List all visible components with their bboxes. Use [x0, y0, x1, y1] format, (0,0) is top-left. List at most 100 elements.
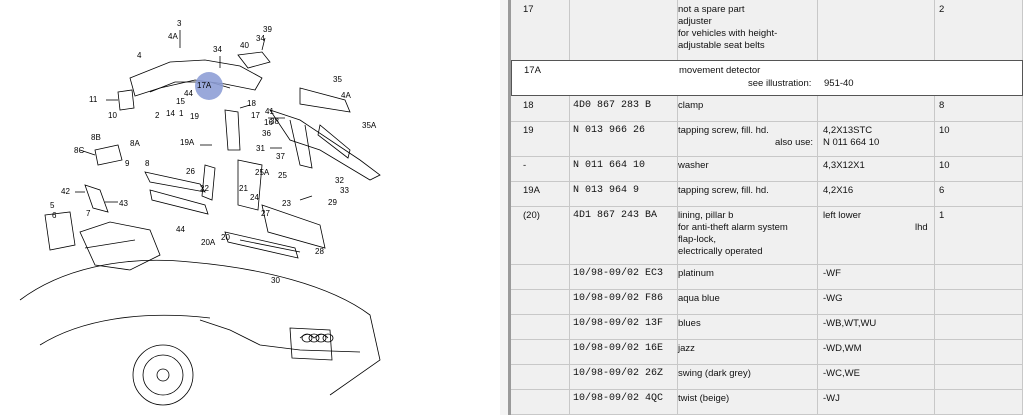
- cell-divider: [511, 289, 570, 314]
- part-number: 4D1 867 243 BA: [573, 210, 658, 221]
- cell-divider: [678, 96, 818, 121]
- cell-divider: [935, 0, 1023, 60]
- cell-divider: [678, 364, 818, 389]
- cell-divider: [678, 156, 818, 181]
- splitter-handle[interactable]: [508, 0, 511, 415]
- callout-19: 19: [190, 112, 199, 121]
- quantity: 10: [939, 125, 950, 136]
- description-line: electrically operated: [678, 246, 763, 257]
- callout-22: 22: [200, 184, 209, 193]
- table-row[interactable]: 18 4D0 867 283 B clamp 8: [511, 96, 1023, 122]
- callout-35: 35: [333, 75, 342, 84]
- description-line: flap-lock,: [678, 234, 717, 245]
- cell-divider: [818, 181, 935, 206]
- cell-divider: [570, 289, 678, 314]
- description-line: for vehicles with height-: [678, 28, 778, 39]
- cell-divider: [935, 314, 1023, 339]
- description-line: swing (dark grey): [678, 368, 751, 379]
- callout-16: 16: [264, 118, 273, 127]
- splitter-gap: [500, 0, 508, 415]
- description-line: aqua blue: [678, 293, 720, 304]
- cell-divider: [511, 264, 570, 289]
- cell-divider: [570, 121, 678, 156]
- cell-divider: [818, 156, 935, 181]
- callout-40: 40: [240, 41, 249, 50]
- description-line: movement detector: [679, 65, 761, 76]
- position-number: 18: [523, 100, 534, 111]
- callout-44b: 44: [176, 225, 185, 234]
- callout-43: 43: [119, 199, 128, 208]
- callout-20: 20: [221, 233, 230, 242]
- cell-divider: [678, 121, 818, 156]
- callout-31: 31: [256, 144, 265, 153]
- part-number: 10/98-09/02 EC3: [573, 268, 664, 279]
- cell-divider: [818, 0, 935, 60]
- quantity: 1: [939, 210, 945, 221]
- cell-divider: [935, 206, 1023, 264]
- part-number: N 013 966 26: [573, 125, 646, 136]
- cell-divider: [511, 339, 570, 364]
- callout-41: 41: [265, 107, 274, 116]
- description-line: for anti-theft alarm system: [678, 222, 788, 233]
- cell-divider: [570, 364, 678, 389]
- callout-17a[interactable]: 17A: [197, 81, 212, 90]
- remark: -WB,WT,WU: [823, 318, 877, 329]
- callout-25a: 25A: [255, 168, 270, 177]
- cell-divider: [570, 96, 678, 121]
- description-line: clamp: [678, 100, 704, 111]
- part-number: 10/98-09/02 13F: [573, 318, 664, 329]
- description-line: tapping screw, fill. hd.: [678, 125, 769, 136]
- part-number: 4D0 867 283 B: [573, 100, 652, 111]
- cell-divider: [935, 389, 1023, 414]
- quantity: 2: [939, 4, 945, 15]
- callout-11: 11: [89, 95, 98, 104]
- callout-23: 23: [282, 199, 291, 208]
- remark: 4,2X16: [823, 185, 854, 196]
- remark: -WG: [823, 293, 843, 304]
- also-use-label: also use:: [775, 137, 814, 148]
- cell-divider: [935, 339, 1023, 364]
- cell-divider: [935, 289, 1023, 314]
- callout-30: 30: [271, 276, 280, 285]
- callout-25: 25: [278, 171, 287, 180]
- callout-19a: 19A: [180, 138, 195, 147]
- cell-divider: [818, 264, 935, 289]
- cell-divider: [511, 96, 570, 121]
- part-number: N 013 964 9: [573, 185, 640, 196]
- callout-32: 32: [335, 176, 344, 185]
- callout-35a: 35A: [362, 121, 377, 130]
- callout-18: 18: [247, 99, 256, 108]
- cell-divider: [935, 364, 1023, 389]
- cell-divider: [511, 389, 570, 414]
- part-number: N 011 664 10: [573, 160, 646, 171]
- remark: -WJ: [823, 393, 840, 404]
- description-line: twist (beige): [678, 393, 730, 404]
- part-number: 10/98-09/02 26Z: [573, 368, 664, 379]
- callout-34: 34: [213, 45, 222, 54]
- cell-divider: [570, 314, 678, 339]
- callout-4: 4: [137, 51, 142, 60]
- quantity: 10: [939, 160, 950, 171]
- callout-8c: 8C: [74, 146, 85, 155]
- cell-divider: [818, 96, 935, 121]
- callout-4a2: 4A: [341, 91, 351, 100]
- callout-6: 6: [52, 211, 57, 220]
- callout-38: 38: [270, 117, 279, 126]
- callout-29: 29: [328, 198, 337, 207]
- callout-42: 42: [61, 187, 70, 196]
- quantity: 8: [939, 100, 945, 111]
- cell-divider: [678, 314, 818, 339]
- cell-divider: [570, 206, 678, 264]
